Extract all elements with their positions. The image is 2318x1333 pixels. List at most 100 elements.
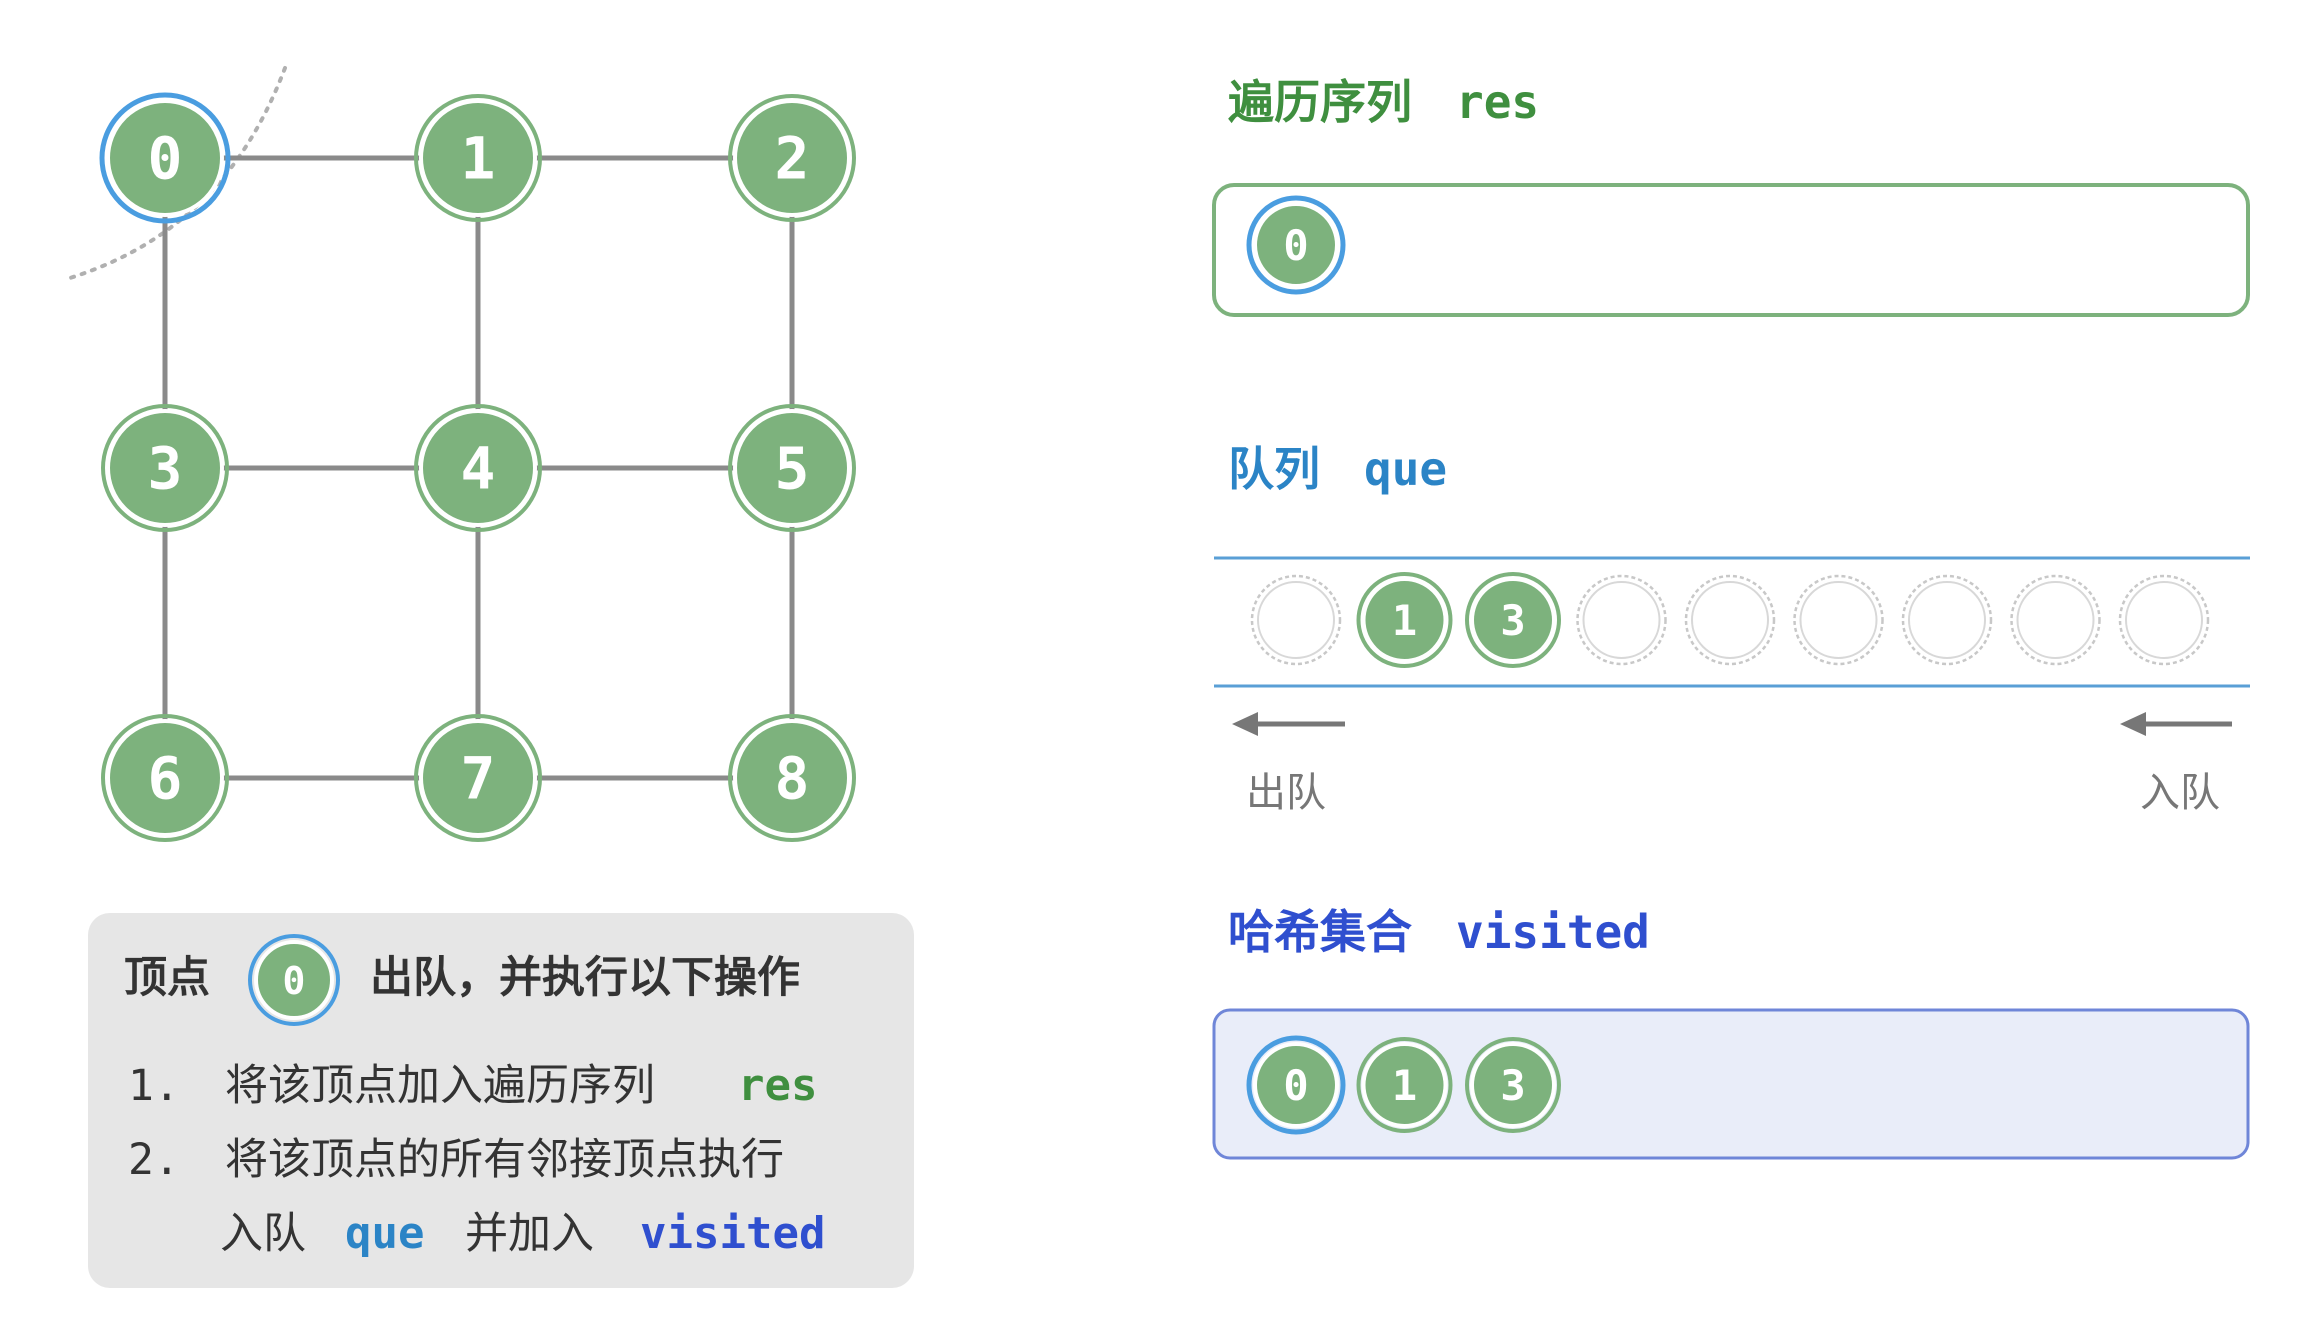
graph-node-0-circle: [106, 99, 224, 217]
graph-node-2-label: 2: [775, 125, 810, 193]
visited-item-0-highlight-ring: [1246, 1035, 1346, 1135]
res-box: [1212, 183, 2250, 317]
queue-slot-2: 3: [1465, 572, 1561, 668]
note-step1-num: 1.: [128, 1061, 180, 1111]
graph-node-7-label: 7: [461, 745, 496, 813]
note-head-pre: 顶点: [124, 953, 210, 1003]
res-title-code: res: [1456, 75, 1539, 129]
res-item-0-highlight-ring: [1246, 195, 1346, 295]
queue-slot-empty-8: [2118, 574, 2210, 666]
visited-item-3-circle: [1470, 1042, 1556, 1128]
queue-slot-empty-5: [1793, 574, 1884, 666]
visited-title-cn: 哈希集合: [1228, 905, 1412, 959]
graph-node-3-ring: [101, 404, 229, 532]
visited-item-3-ring: [1465, 1037, 1561, 1133]
visited-item-3-label: 3: [1500, 1061, 1525, 1110]
graph-nodes: 0 1 2 3 4 5 6 7 8: [99, 92, 856, 842]
graph-node-0-highlight-ring: [99, 92, 231, 224]
visited-title-code: visited: [1456, 905, 1650, 959]
visited-item-0-label: 0: [1283, 1061, 1308, 1110]
enqueue-label: 入队: [2140, 770, 2220, 816]
graph-node-6-label: 6: [148, 745, 183, 813]
res-item-0: 0: [1246, 195, 1346, 295]
graph-node-5: 5: [728, 404, 856, 532]
queue-slot-empty-3: [1576, 574, 1667, 666]
dequeue-arrow: [1232, 712, 1345, 736]
visited-box: [1212, 1008, 2250, 1160]
queue-slot-empty-4: [1684, 574, 1776, 666]
graph-node-4-circle: [419, 409, 537, 527]
graph-node-3-label: 3: [148, 435, 183, 503]
note-step1-text: 将该顶点加入遍历序列: [225, 1061, 655, 1111]
graph-node-1-circle: [419, 99, 537, 217]
note-step2-num: 2.: [128, 1135, 180, 1185]
res-title-cn: 遍历序列: [1228, 75, 1412, 129]
graph-node-2-ring: [728, 94, 856, 222]
graph-node-5-ring: [728, 404, 856, 532]
graph-node-4: 4: [414, 404, 542, 532]
queue-slot-empty-outer: [2010, 574, 2101, 666]
graph-node-5-circle: [733, 409, 851, 527]
visited-item-1-ring: [1356, 1037, 1453, 1133]
graph-node-8: 8: [728, 714, 856, 842]
enqueue-arrow: [2120, 712, 2232, 736]
note-head-node-label: 0: [283, 959, 306, 1003]
graph-node-5-label: 5: [775, 435, 810, 503]
queue-slot-1: 1: [1356, 572, 1453, 668]
queue-slot-empty-outer: [2118, 574, 2210, 666]
graph-node-6-ring: [101, 714, 229, 842]
visited-item-0: 0: [1246, 1035, 1346, 1135]
queue-slot-empty-7: [2010, 574, 2101, 666]
visited-section: 哈希集合 visited 0 1 3: [1212, 905, 2250, 1160]
queue-slot-empty-inner: [1582, 581, 1661, 659]
note-head-node: 0: [248, 934, 340, 1026]
visited-items: 0 1 3: [1246, 1035, 1561, 1135]
queue-slot-empty-outer: [1901, 574, 1993, 666]
res-section: 遍历序列 res 0: [1212, 75, 2250, 317]
graph-node-1-ring: [414, 94, 542, 222]
graph-node-3-circle: [106, 409, 224, 527]
graph-node-8-circle: [733, 719, 851, 837]
visited-item-1: 1: [1356, 1037, 1453, 1133]
graph-node-8-ring: [728, 714, 856, 842]
visited-item-1-label: 1: [1392, 1061, 1417, 1110]
queue-title: 队列 que: [1228, 442, 1447, 496]
queue-slot-empty-6: [1901, 574, 1993, 666]
graph-node-1: 1: [414, 94, 542, 222]
note-step2-code-b: visited: [640, 1208, 825, 1259]
queue-slot-2-label: 3: [1500, 596, 1525, 645]
queue-title-cn: 队列: [1228, 442, 1320, 496]
visited-item-3: 3: [1465, 1037, 1561, 1133]
step-note: 顶点 0 出队，并执行以下操作 1. 将该顶点加入遍历序列 res 2. 将该顶…: [88, 913, 914, 1288]
dequeue-label: 出队: [1246, 770, 1326, 816]
queue-slot-empty-outer: [1250, 574, 1342, 666]
note-step2-text-c: 并加入: [465, 1209, 594, 1259]
note-head-post: 出队，并执行以下操作: [370, 953, 800, 1003]
queue-slot-empty-inner: [1799, 581, 1878, 659]
note-step2-text-a: 将该顶点的所有邻接顶点执行: [225, 1135, 784, 1185]
note-step2-text-b: 入队: [220, 1209, 306, 1259]
queue-slot-empty-outer: [1576, 574, 1667, 666]
queue-slot-empty-outer: [1684, 574, 1776, 666]
graph-node-2-circle: [733, 99, 851, 217]
visited-title: 哈希集合 visited: [1228, 905, 1650, 959]
queue-slot-empty-inner: [2125, 581, 2203, 659]
queue-slot-empty-0: [1250, 574, 1342, 666]
queue-slot-2-ring: [1465, 572, 1561, 668]
graph-node-3: 3: [101, 404, 229, 532]
graph-node-7-circle: [419, 719, 537, 837]
graph-node-6-circle: [106, 719, 224, 837]
graph: 0 1 2 3 4 5 6 7 8: [68, 66, 856, 842]
graph-node-0: 0: [99, 92, 231, 224]
queue-slot-empty-outer: [1793, 574, 1884, 666]
graph-node-4-label: 4: [461, 435, 496, 503]
queue-slot-empty-inner: [1257, 581, 1335, 659]
queue-slot-1-ring: [1356, 572, 1453, 668]
visited-item-0-circle: [1253, 1042, 1339, 1128]
res-item-0-label: 0: [1283, 221, 1308, 270]
graph-node-0-label: 0: [148, 125, 183, 193]
res-title: 遍历序列 res: [1228, 75, 1539, 129]
